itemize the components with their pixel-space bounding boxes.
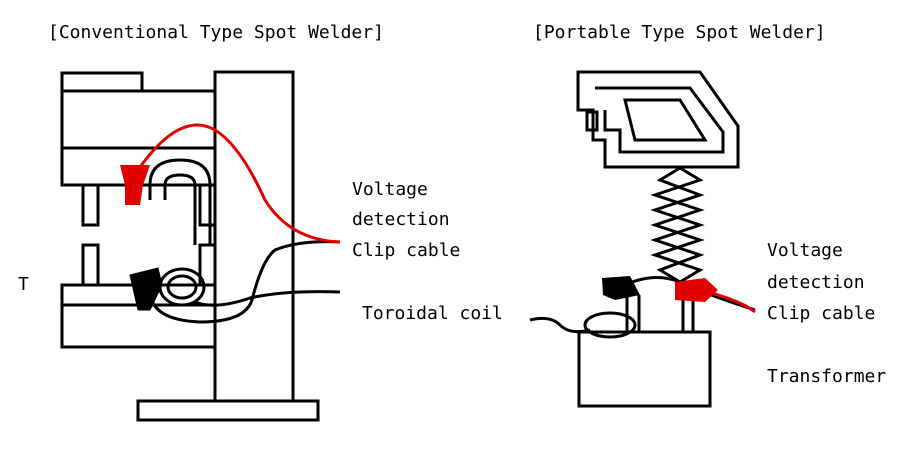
conventional-title: [Conventional Type Spot Welder]: [48, 22, 384, 43]
toroidal-coil-portable: [583, 311, 637, 339]
coil-cable: [194, 290, 341, 307]
red-clip-conventional: [120, 123, 341, 244]
conv-voltage-label: Voltage: [352, 179, 428, 200]
conventional-welder: [60, 70, 320, 422]
transformer: [577, 330, 712, 408]
lower-electrode: [81, 243, 100, 287]
cables-conventional: [148, 240, 341, 324]
portable-welder: [529, 70, 740, 408]
cable-coil: [650, 166, 705, 284]
welder-column: [213, 70, 295, 404]
red-clip-portable: [675, 278, 756, 314]
upper-head-cap: [60, 71, 144, 93]
welder-base: [136, 399, 320, 422]
conv-side-marker: T: [18, 274, 29, 295]
port-detection-label: detection: [767, 272, 865, 293]
upper-electrode: [81, 183, 100, 227]
upper-u-bracket: [148, 158, 212, 245]
port-transformer-label: Transformer: [767, 366, 887, 387]
black-clip-cable: [148, 240, 341, 324]
conv-clip-label: Clip cable: [352, 240, 461, 261]
port-clip-label: Clip cable: [767, 303, 876, 324]
gun-frame: [576, 70, 740, 169]
conv-detection-label: detection: [352, 209, 450, 230]
black-clip-conventional: [129, 267, 163, 311]
conv-toroidal-label: Toroidal coil: [362, 303, 503, 324]
portable-title: [Portable Type Spot Welder]: [533, 22, 826, 43]
port-voltage-label: Voltage: [767, 240, 843, 261]
upper-electrode-right: [198, 183, 217, 227]
